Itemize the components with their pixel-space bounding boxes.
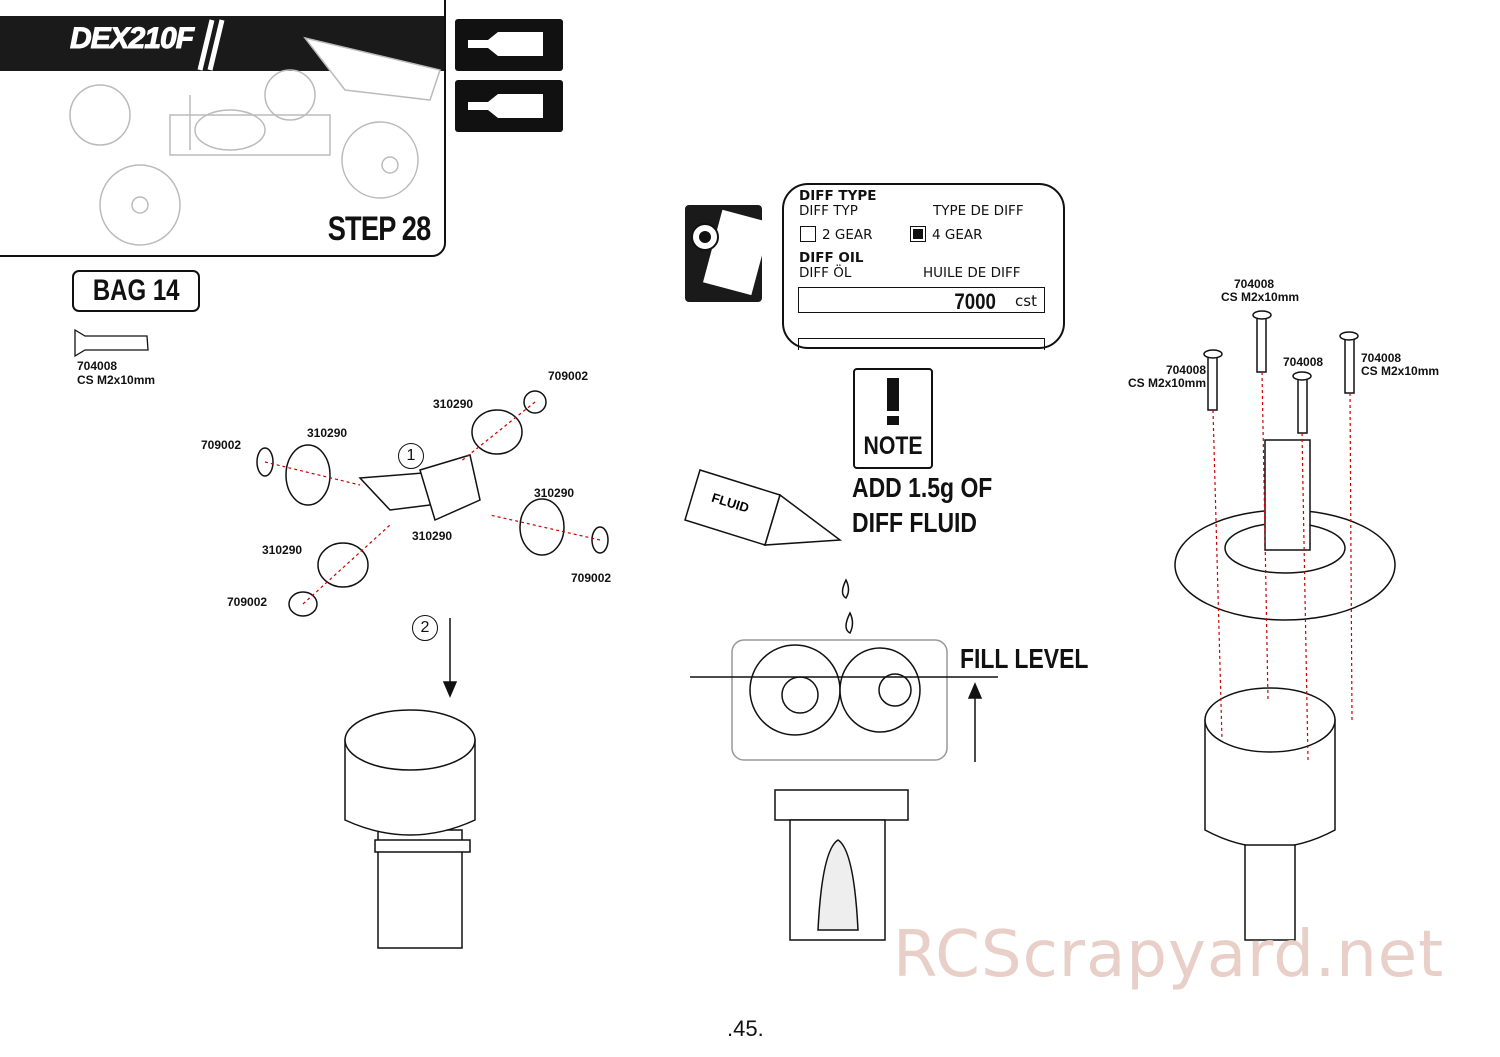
checkbox-2-gear	[800, 226, 816, 242]
screw-part: 704008	[1361, 351, 1402, 365]
step-header-panel: DEX210F STEP 28	[0, 0, 446, 257]
part-label: 310290	[534, 486, 575, 500]
part-label: 709002	[571, 571, 612, 585]
part-label: 709002	[548, 369, 589, 383]
screw-icon	[74, 328, 149, 358]
see-manual-icon	[685, 205, 771, 302]
fluid-bottle-icon	[684, 469, 854, 635]
product-logo: DEX210F	[69, 22, 194, 56]
empty-field	[798, 338, 1045, 350]
diff-case-left	[344, 709, 476, 949]
watermark: RCScrapyard.net	[893, 918, 1445, 992]
part-label: 310290	[262, 543, 303, 557]
exploded-gears	[256, 390, 609, 617]
bag-label: BAG 14	[72, 270, 200, 312]
oil-viscosity-unit: cst	[1015, 292, 1037, 310]
step-marker-1: 1	[398, 443, 424, 469]
orientation-icon-top	[455, 19, 563, 71]
part-label: 310290	[433, 397, 474, 411]
note-line-2: DIFF FLUID	[852, 507, 977, 538]
diff-type-title: DIFF TYPE	[799, 188, 877, 204]
warning-exclamation-icon	[887, 378, 899, 425]
part-label: 310290	[412, 529, 453, 543]
oil-viscosity-value: 7000	[954, 289, 996, 314]
step-marker-2: 2	[412, 615, 438, 641]
buggy-illustration	[69, 19, 441, 246]
option-label: 4 GEAR	[932, 227, 983, 243]
screw-desc: CS M2x10mm	[1361, 364, 1440, 378]
option-2-gear: 2 GEAR	[800, 226, 873, 243]
orientation-icon-bottom	[455, 80, 563, 132]
diff-oil-de: DIFF ÖL	[799, 265, 852, 281]
note-box: NOTE	[853, 368, 933, 469]
screw-part: 704008	[1165, 363, 1206, 377]
screw-desc: CS M2x10mm	[1221, 290, 1300, 304]
screw-part: 704008	[1234, 277, 1275, 291]
diff-settings-box	[782, 183, 1065, 349]
option-4-gear: 4 GEAR	[910, 226, 983, 243]
screw-part: 704008	[1283, 355, 1324, 369]
page-number: .45.	[727, 1016, 764, 1041]
part-label: 709002	[227, 595, 268, 609]
oil-viscosity-field: 7000 cst	[798, 287, 1045, 314]
option-label: 2 GEAR	[822, 227, 873, 243]
screw-desc: CS M2x10mm	[1127, 376, 1206, 390]
note-line-1: ADD 1.5g OF	[852, 472, 993, 503]
note-title: NOTE	[863, 432, 923, 460]
step-number: STEP 28	[327, 210, 431, 248]
diff-type-de: DIFF TYP	[799, 203, 858, 219]
diff-oil-fr: HUILE DE DIFF	[923, 265, 1021, 281]
fill-level-label: FILL LEVEL	[960, 643, 1089, 674]
diff-assembly-right	[1174, 310, 1396, 941]
bag-part-number: 704008	[77, 359, 118, 373]
part-label: 709002	[201, 438, 242, 452]
diff-type-fr: TYPE DE DIFF	[933, 203, 1024, 219]
part-label: 310290	[307, 426, 348, 440]
diff-oil-title: DIFF OIL	[799, 250, 864, 266]
bag-part-desc: CS M2x10mm	[77, 373, 156, 387]
checkbox-4-gear-checked	[910, 226, 926, 242]
